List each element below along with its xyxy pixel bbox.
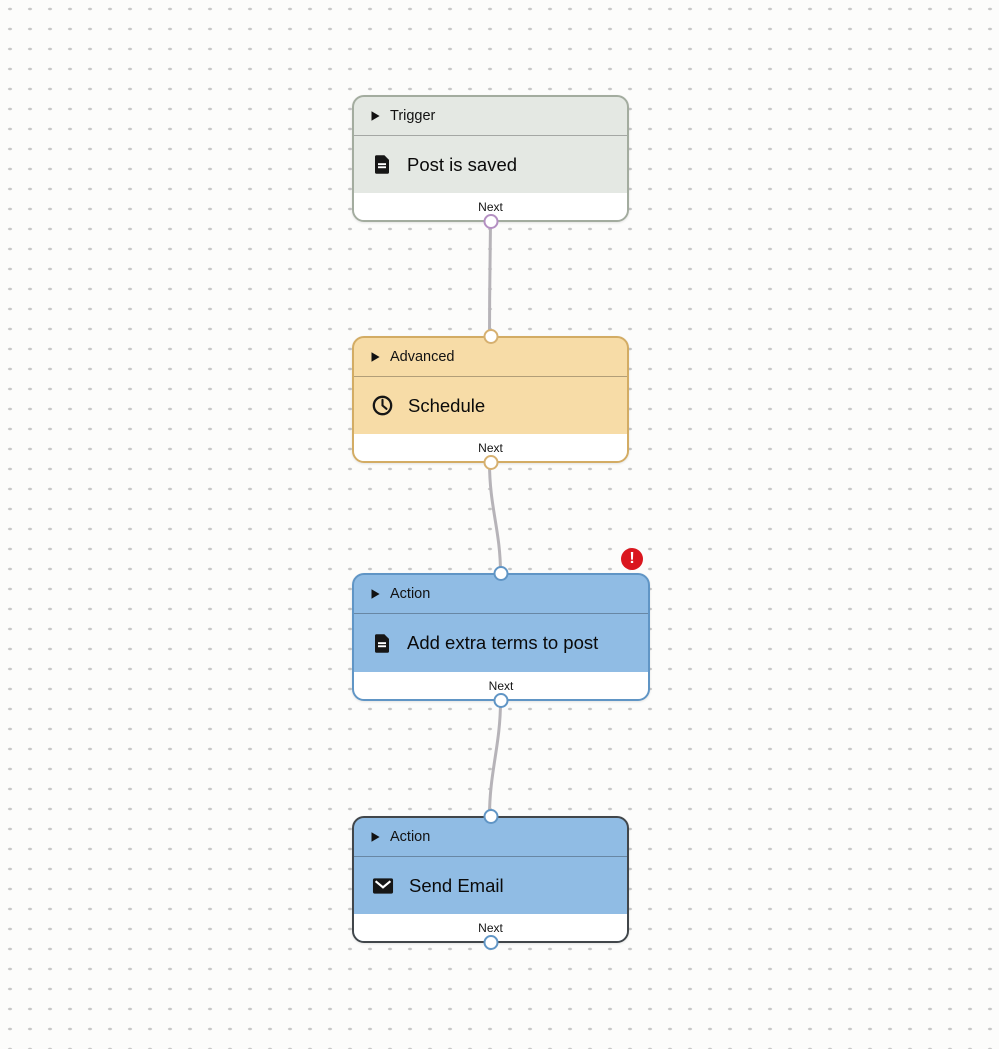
node-title: Schedule <box>408 394 486 416</box>
envelope-icon <box>372 877 394 894</box>
node-action-send-email[interactable]: Action Send Email Next <box>352 809 629 950</box>
document-icon <box>375 633 389 653</box>
document-icon <box>375 155 389 174</box>
next-port-label: Next <box>478 199 503 214</box>
node-trigger-post-is-saved[interactable]: Trigger Post is saved Next <box>352 95 629 229</box>
edge-schedule-to-add-terms[interactable] <box>488 461 502 575</box>
port-in[interactable] <box>493 566 509 581</box>
node-header[interactable]: Action <box>354 818 627 857</box>
edge-add-terms-to-send-email[interactable] <box>488 699 502 818</box>
node-body[interactable]: Schedule <box>354 377 627 434</box>
error-badge-symbol: ! <box>629 550 635 567</box>
edge-trigger-to-schedule[interactable] <box>488 220 492 338</box>
clock-icon <box>372 395 393 416</box>
port-out-next[interactable] <box>483 214 498 229</box>
collapse-triangle-icon[interactable] <box>371 589 380 599</box>
next-port-label: Next <box>478 440 503 455</box>
node-title: Add extra terms to post <box>407 632 599 653</box>
collapse-triangle-icon[interactable] <box>371 352 380 362</box>
next-port-label: Next <box>478 920 503 935</box>
node-category-label: Action <box>390 586 431 602</box>
node-category-label: Trigger <box>390 108 436 124</box>
port-in[interactable] <box>483 329 498 344</box>
node-header[interactable]: Advanced <box>354 338 627 377</box>
node-header[interactable]: Action <box>354 575 648 614</box>
node-title: Send Email <box>409 874 504 896</box>
node-header[interactable]: Trigger <box>354 97 627 136</box>
collapse-triangle-icon[interactable] <box>371 111 380 121</box>
collapse-triangle-icon[interactable] <box>371 832 380 842</box>
node-category-label: Advanced <box>390 349 455 365</box>
node-body[interactable]: Post is saved <box>354 136 627 193</box>
port-out-next[interactable] <box>493 693 509 708</box>
port-out-next[interactable] <box>483 455 498 470</box>
node-title: Post is saved <box>407 153 518 175</box>
port-in[interactable] <box>483 809 498 824</box>
node-category-label: Action <box>390 829 431 845</box>
port-out-next[interactable] <box>483 935 498 950</box>
error-badge[interactable]: ! <box>621 548 643 570</box>
next-port-label: Next <box>488 678 514 693</box>
node-body[interactable]: Send Email <box>354 857 627 914</box>
node-body[interactable]: Add extra terms to post <box>354 614 648 672</box>
node-action-add-extra-terms[interactable]: Action Add extra terms to post Next <box>352 566 650 708</box>
node-advanced-schedule[interactable]: Advanced Schedule Next <box>352 329 629 470</box>
